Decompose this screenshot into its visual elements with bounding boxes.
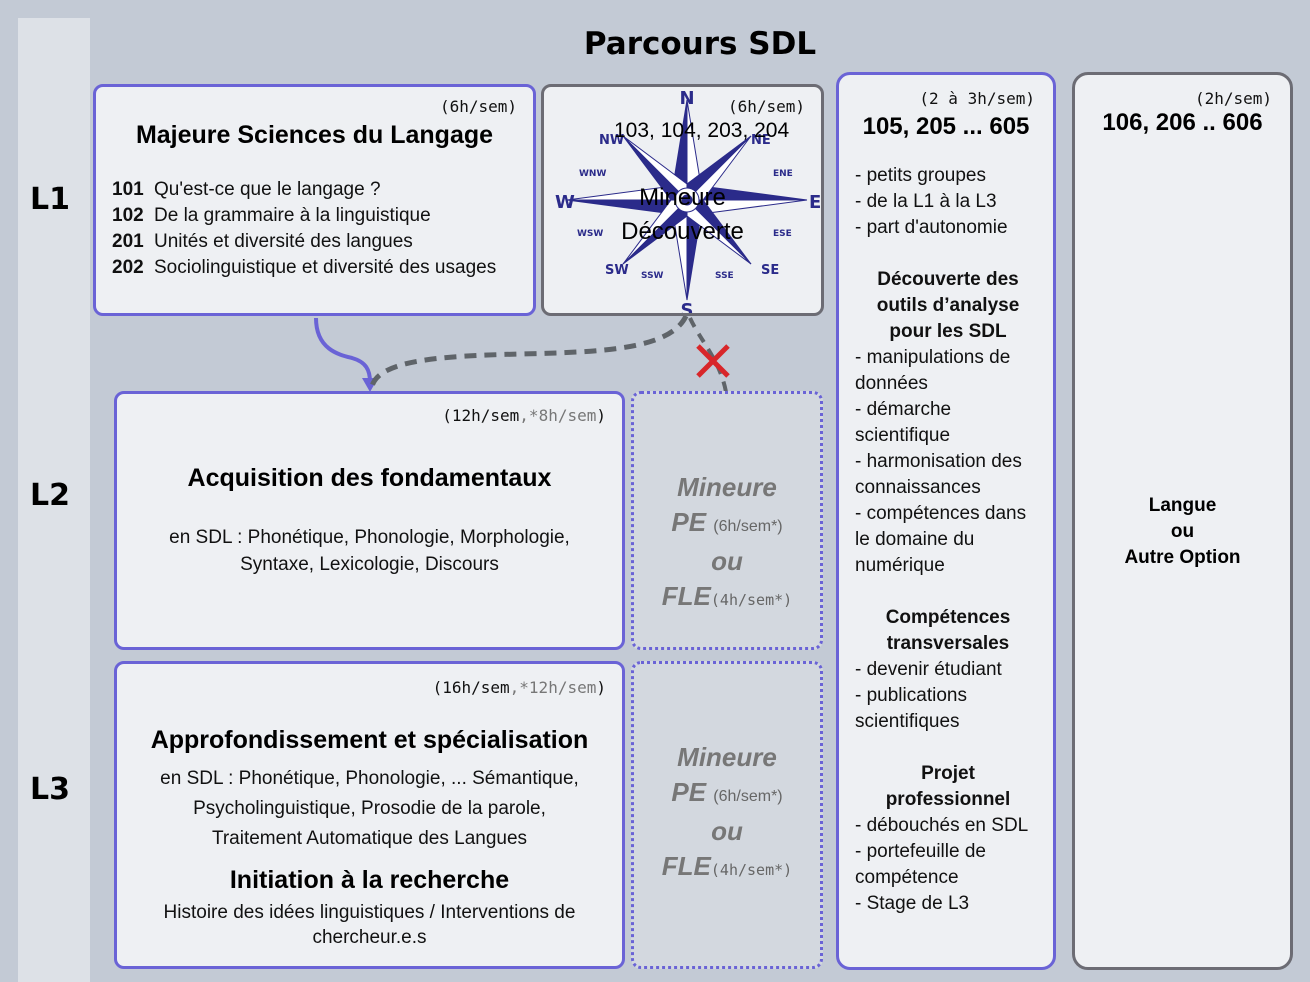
l2-box: (12h/sem,*8h/sem) Acquisition des fondam… bbox=[114, 391, 625, 650]
mineure-decouverte-hours: (6h/sem) bbox=[727, 97, 805, 116]
section-title-projet: Projet professionnel bbox=[885, 763, 1011, 810]
langue-label: Langue ou Autre Option bbox=[1124, 495, 1241, 568]
compass-label-ne: NE bbox=[751, 133, 771, 148]
majeure-to-l2-arrow bbox=[314, 317, 372, 383]
l2-mineure-option-box: Mineure PE (6h/sem*) ou FLE(4h/sem*) bbox=[631, 391, 823, 650]
level-label-l1: L1 bbox=[30, 182, 70, 217]
cross-icon bbox=[696, 344, 730, 378]
l2-description: en SDL : Phonétique, Phonologie, Morphol… bbox=[169, 527, 570, 575]
compass-label-wsw: WSW bbox=[577, 229, 603, 239]
l3-title: Approfondissement et spécialisation bbox=[150, 726, 589, 754]
compass-label-s: S bbox=[681, 300, 694, 316]
l3-description: en SDL : Phonétique, Phonologie, ... Sém… bbox=[160, 768, 579, 849]
methodology-codes: 105, 205 ... 605 bbox=[862, 113, 1030, 140]
l2-mineure-option-text: Mineure PE (6h/sem*) ou FLE(4h/sem*) bbox=[661, 472, 793, 611]
section-items-transversales: - devenir étudiant - publications scient… bbox=[855, 659, 1002, 732]
majeure-l1-box: (6h/sem) Majeure Sciences du Langage 101… bbox=[93, 84, 536, 316]
l3-research-title: Initiation à la recherche bbox=[229, 866, 510, 894]
methodology-hours: (2 à 3h/sem) bbox=[919, 89, 1035, 108]
langue-hours: (2h/sem) bbox=[1194, 89, 1272, 108]
compass-label-ssw: SSW bbox=[641, 271, 664, 281]
majeure-hours: (6h/sem) bbox=[439, 97, 517, 116]
compass-label-ese: ESE bbox=[773, 229, 792, 239]
page-title: Parcours SDL bbox=[583, 26, 817, 62]
section-title-transversales: Compétences transversales bbox=[885, 607, 1011, 654]
methodology-column: (2 à 3h/sem) 105, 205 ... 605 - petits g… bbox=[836, 72, 1056, 970]
methodology-content: - petits groupes - de la L1 à la L3 - pa… bbox=[855, 163, 1041, 917]
level-label-l2: L2 bbox=[30, 478, 70, 513]
level-column bbox=[18, 18, 90, 982]
section-items-outils: - manipulations de données - démarche sc… bbox=[855, 347, 1027, 576]
compass-label-se: SE bbox=[761, 263, 779, 278]
methodology-intro: - petits groupes - de la L1 à la L3 - pa… bbox=[855, 165, 1008, 238]
compass-label-nw: NW bbox=[599, 133, 624, 148]
compass-rose-icon: N S W E NW NE SW SE WNW ENE WSW ESE SSW … bbox=[555, 88, 821, 316]
compass-label-sw: SW bbox=[605, 263, 629, 278]
compass-label-ene: ENE bbox=[773, 169, 793, 179]
compass-label-sse: SSE bbox=[715, 271, 734, 281]
compass-label-n: N bbox=[679, 88, 694, 109]
l3-box: (16h/sem,*12h/sem) Approfondissement et … bbox=[114, 661, 625, 969]
mineure-decouverte-title: Mineure Découverte bbox=[621, 184, 744, 245]
compass-label-wnw: WNW bbox=[579, 169, 606, 179]
section-items-projet: - débouchés en SDL - portefeuille de com… bbox=[855, 815, 1029, 914]
l2-hours: (12h/sem,*8h/sem) bbox=[442, 406, 606, 425]
majeure-title: Majeure Sciences du Langage bbox=[135, 121, 494, 149]
langue-codes: 106, 206 .. 606 bbox=[1102, 109, 1263, 136]
compass-label-w: W bbox=[555, 192, 575, 213]
l3-mineure-option-box: Mineure PE (6h/sem*) ou FLE(4h/sem*) bbox=[631, 661, 823, 969]
level-label-l3: L3 bbox=[30, 772, 70, 807]
l2-title: Acquisition des fondamentaux bbox=[187, 464, 552, 492]
l3-research-description: Histoire des idées linguistiques / Inter… bbox=[163, 902, 576, 948]
mineure-to-l2-dashed-arrow bbox=[369, 314, 689, 388]
l3-hours: (16h/sem,*12h/sem) bbox=[432, 678, 606, 697]
mineure-decouverte-box: N S W E NW NE SW SE WNW ENE WSW ESE SSW … bbox=[541, 84, 824, 316]
l3-mineure-option-text: Mineure PE (6h/sem*) ou FLE(4h/sem*) bbox=[661, 742, 793, 881]
section-title-outils: Découverte des outils d’analyse pour les… bbox=[876, 269, 1020, 342]
mineure-decouverte-codes: 103, 104, 203, 204 bbox=[614, 119, 790, 142]
mineure-blocked-path bbox=[688, 317, 728, 393]
langue-column: (2h/sem) 106, 206 .. 606 Langue ou Autre… bbox=[1072, 72, 1293, 970]
compass-label-e: E bbox=[809, 192, 821, 213]
